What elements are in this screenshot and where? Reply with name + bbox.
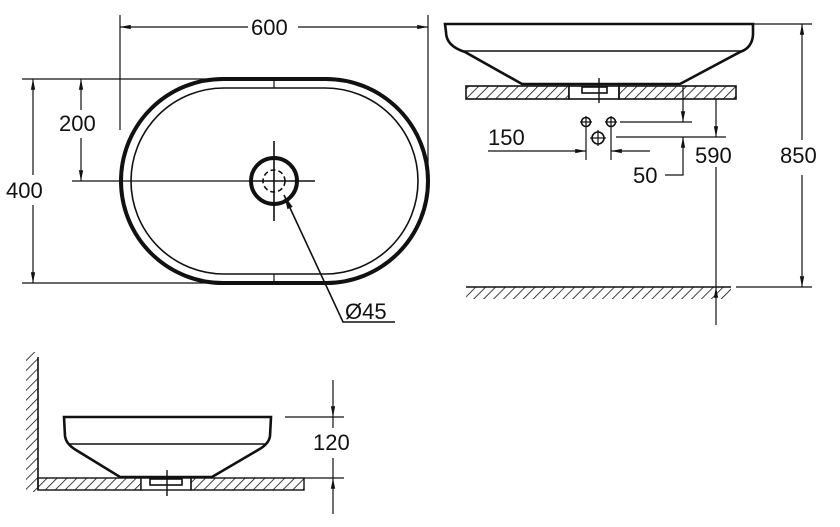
countertop-left — [465, 85, 570, 100]
basin-side-profile — [62, 415, 273, 479]
side-view — [26, 352, 344, 514]
side-countertop-right — [190, 477, 305, 491]
dim-depth-label: 400 — [6, 178, 43, 203]
basin-front-profile — [443, 22, 755, 86]
drain-body — [581, 86, 608, 94]
dim-width-label: 600 — [251, 15, 288, 40]
front-view — [443, 22, 812, 325]
countertop-right — [618, 85, 737, 100]
side-drain-body — [149, 478, 183, 486]
dim-drain-offset-label: 200 — [59, 111, 96, 136]
wall-hatch — [26, 352, 38, 492]
side-countertop-left — [37, 477, 142, 491]
dim-basin-height-label: 120 — [313, 430, 350, 455]
dim-tap-spacing-label: 150 — [488, 125, 525, 150]
dim-drain-diameter-label: Ø45 — [345, 299, 387, 324]
top-view — [22, 15, 430, 323]
dim-connection-offset-label: 50 — [633, 163, 658, 188]
dim-total-height-label: 850 — [780, 143, 817, 168]
floor-hatch — [466, 287, 731, 299]
dim-connection-height-label: 590 — [695, 143, 732, 168]
